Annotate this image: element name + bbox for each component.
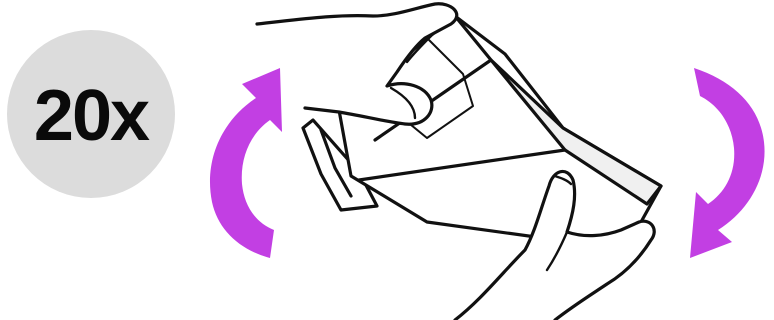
arrow-shape — [690, 68, 765, 258]
curved-arrow-down-icon — [680, 62, 774, 262]
count-label: 20x — [34, 80, 148, 152]
count-badge: 20x — [7, 30, 175, 198]
shake-cartridge-illustration — [255, 0, 675, 320]
